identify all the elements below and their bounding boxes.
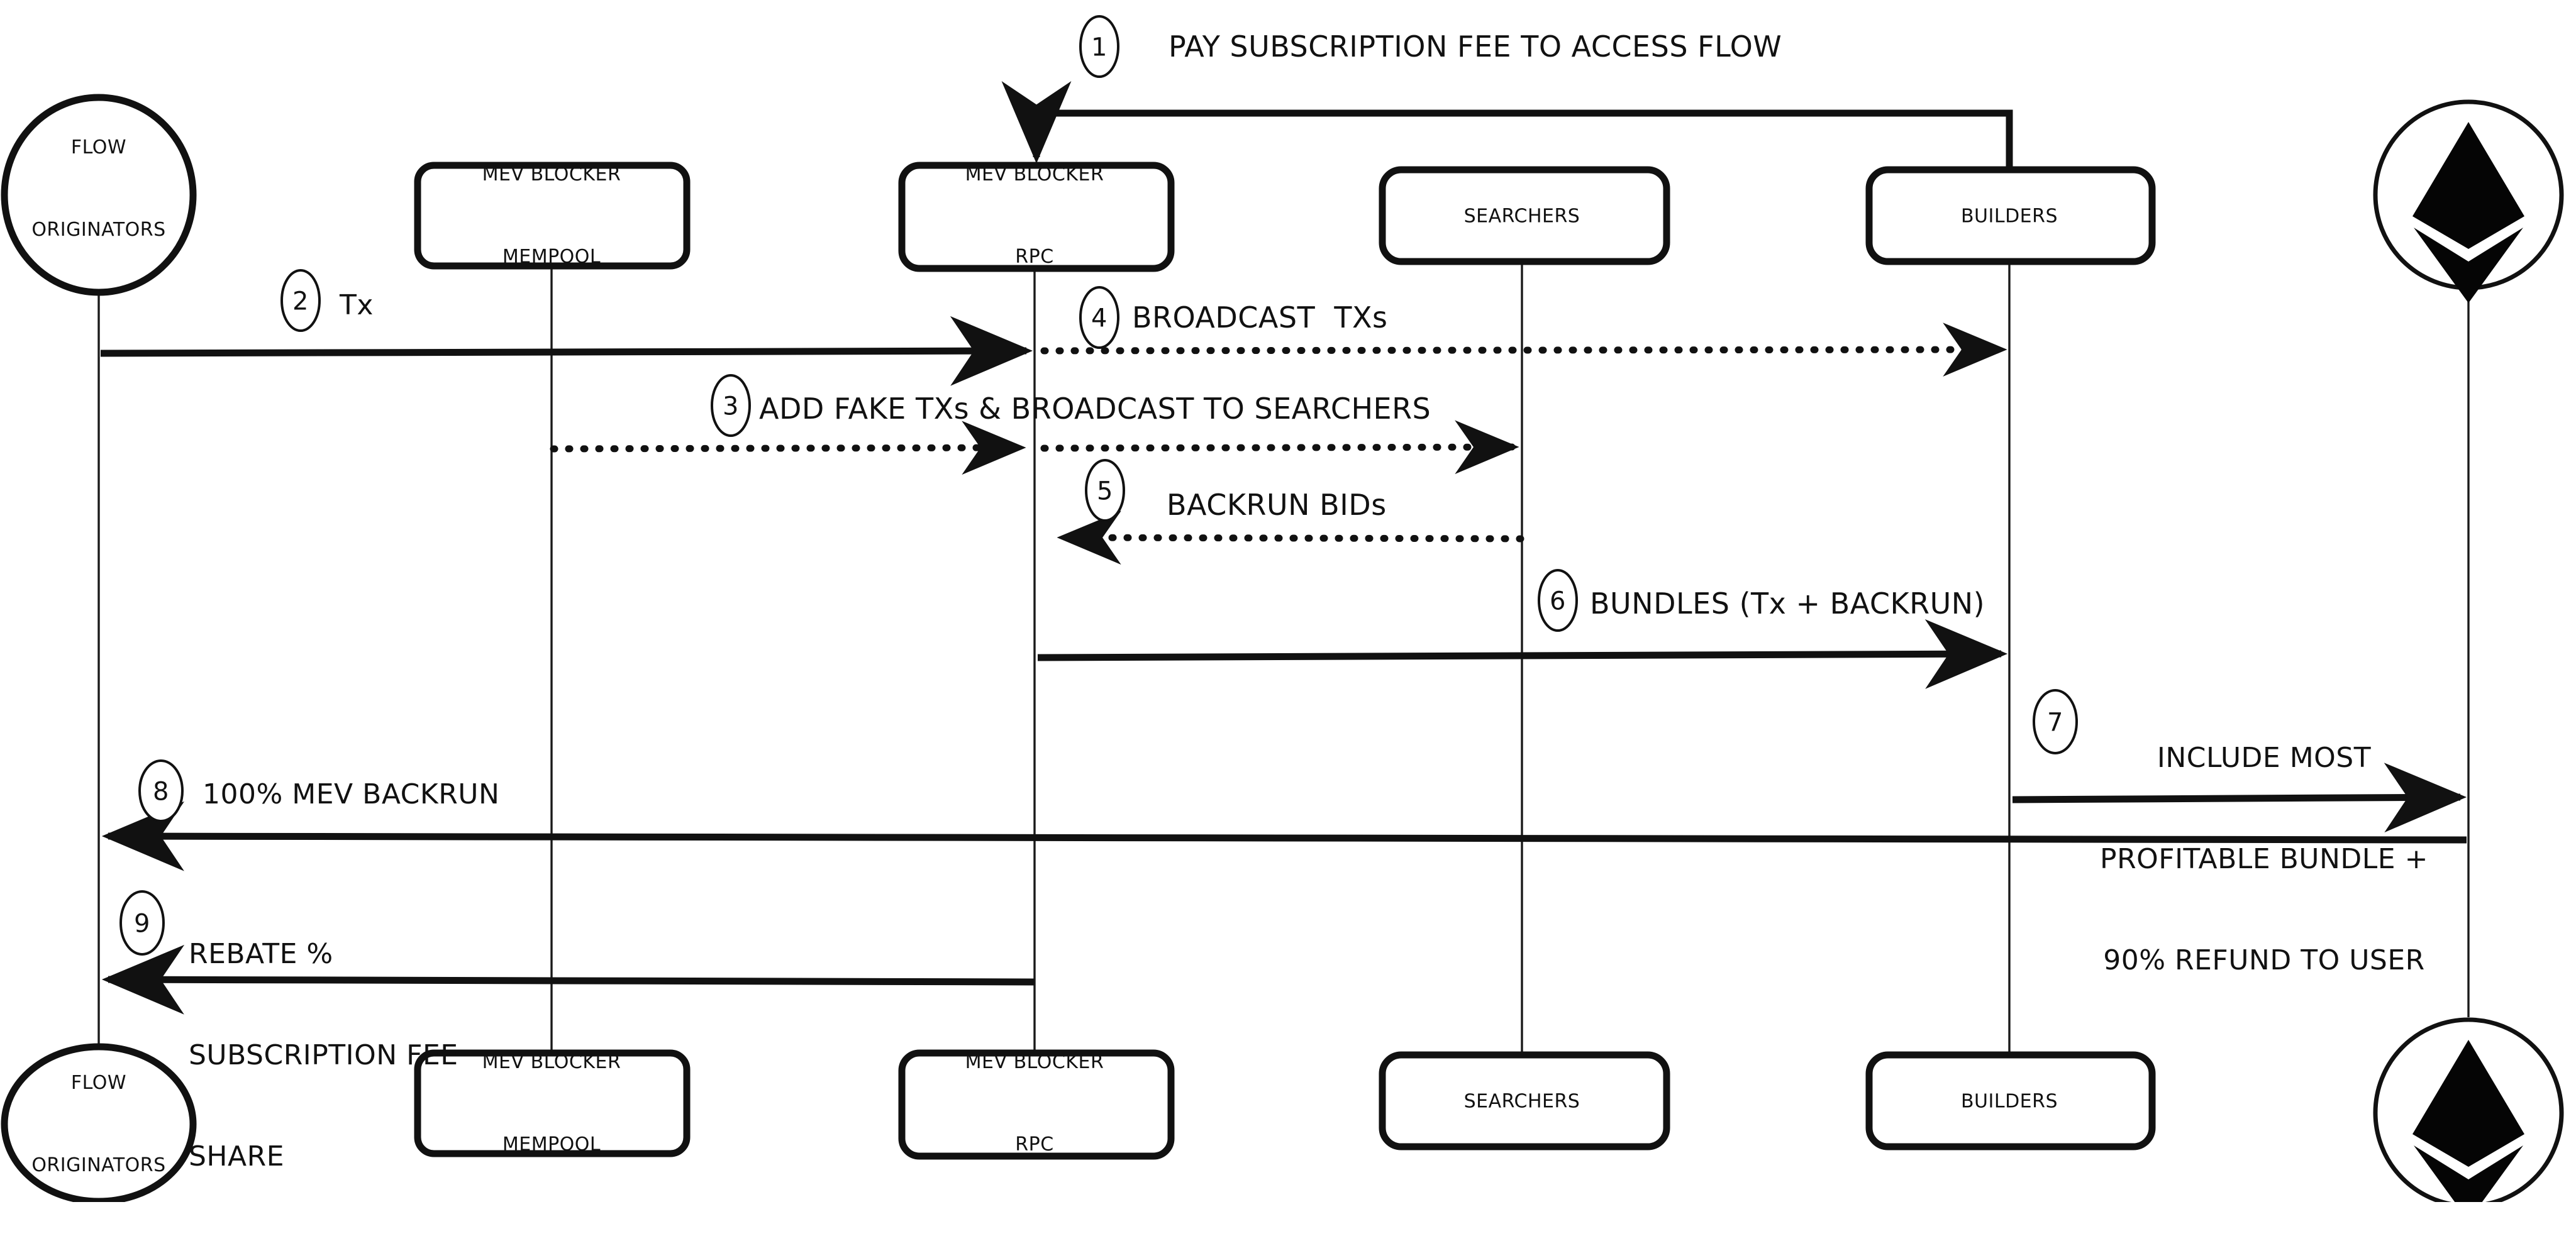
node-builders-top [1865, 166, 2156, 265]
node-flow-originators-top [1, 94, 197, 296]
badge-1 [1079, 15, 1119, 78]
participant-shapes-top [1, 94, 2156, 296]
diagram-svg [1, 15, 2564, 1202]
node-flow-originators-bottom [1, 1043, 197, 1202]
ethereum-diamond-icon-top [2412, 122, 2524, 303]
badge-2 [280, 269, 321, 332]
badge-3 [711, 374, 751, 437]
participant-shapes-bottom [1, 1043, 2156, 1202]
node-builders-bottom [1865, 1051, 2156, 1150]
arrow-msg-3-right [1040, 420, 1519, 475]
arrow-msg-9 [101, 944, 1035, 1015]
arrow-msg-4 [1040, 323, 2007, 377]
arrow-msg-8 [101, 801, 2467, 871]
badge-6 [1538, 569, 1578, 632]
sequence-diagram-canvas: FLOW ORIGINATORS MEV BLOCKER MEMPOOL MEV… [1, 15, 2564, 1202]
badge-4 [1079, 286, 1119, 349]
node-mev-blocker-rpc-bottom [898, 1049, 1175, 1160]
arrow-msg-1 [1001, 81, 2013, 168]
node-ethereum-bottom [2373, 1017, 2564, 1202]
message-number-badges [119, 15, 2078, 956]
badge-7 [2033, 689, 2078, 754]
badge-8 [138, 759, 184, 822]
arrow-msg-6 [1037, 619, 2008, 689]
arrow-msg-5 [1057, 510, 1524, 565]
node-searchers-top [1379, 166, 1670, 265]
node-mev-blocker-mempool-bottom [414, 1049, 691, 1157]
node-mev-blocker-mempool-top [414, 162, 691, 270]
arrow-msg-2 [100, 316, 1033, 386]
badge-9 [119, 890, 165, 956]
node-mev-blocker-rpc-top [898, 162, 1175, 272]
arrow-msg-3-left [550, 421, 1026, 475]
node-ethereum-top [2373, 99, 2564, 303]
ethereum-diamond-icon-bottom [2412, 1040, 2524, 1202]
arrow-msg-7 [2012, 763, 2467, 833]
node-searchers-bottom [1379, 1051, 1670, 1150]
badge-5 [1085, 459, 1125, 522]
